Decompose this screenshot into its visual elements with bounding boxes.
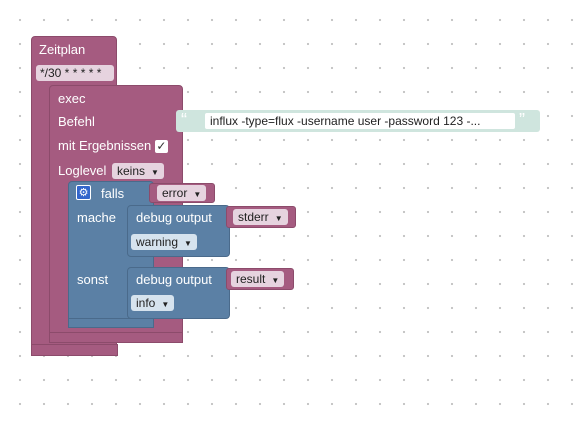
quote-open-icon: “ [181, 110, 187, 130]
command-text-block[interactable]: “ influx -type=flux -username user -pass… [176, 110, 540, 132]
cron-value: */30 * * * * * [40, 66, 102, 80]
dropdown-arrow-icon: ▼ [161, 300, 170, 309]
then-label: mache [77, 210, 117, 225]
debug-then-level: warning [136, 235, 179, 249]
debug-then-label: debug output [136, 210, 212, 225]
exec-block-footer [49, 332, 183, 343]
dropdown-arrow-icon: ▼ [193, 190, 202, 199]
debug-else-value: result [236, 272, 266, 286]
debug-then-value: stderr [238, 210, 269, 224]
results-checkbox[interactable]: ✓ [154, 139, 168, 153]
dropdown-arrow-icon: ▼ [274, 214, 283, 223]
debug-else-level-dropdown[interactable]: info ▼ [131, 295, 175, 311]
results-label-text: mit Ergebnissen [58, 138, 152, 153]
condition-value: error [162, 186, 188, 200]
debug-else-level: info [136, 296, 156, 310]
debug-else-value-dropdown[interactable]: result ▼ [231, 271, 285, 287]
else-label: sonst [77, 272, 109, 287]
schedule-block-footer [31, 344, 118, 356]
condition-dropdown[interactable]: error ▼ [157, 185, 207, 201]
dropdown-arrow-icon: ▼ [151, 168, 159, 177]
command-input[interactable]: influx -type=flux -username user -passwo… [205, 113, 515, 129]
if-label: falls [101, 186, 125, 201]
debug-then-value-dropdown[interactable]: stderr ▼ [233, 209, 288, 225]
dropdown-arrow-icon: ▼ [271, 276, 280, 285]
debug-else-label: debug output [136, 272, 212, 287]
debug-then-level-dropdown[interactable]: warning ▼ [131, 234, 197, 250]
cron-field[interactable]: */30 * * * * * [36, 65, 114, 81]
schedule-title: Zeitplan [39, 42, 86, 57]
command-value: influx -type=flux -username user -passwo… [210, 114, 481, 128]
if-block-footer [68, 318, 154, 328]
loglevel-label: Loglevel [58, 163, 107, 178]
exec-title: exec [58, 91, 86, 106]
loglevel-dropdown[interactable]: keins ▼ [112, 163, 164, 179]
command-label: Befehl [58, 114, 95, 129]
loglevel-value: keins [117, 164, 146, 178]
results-label: mit Ergebnissen ✓ [58, 138, 168, 153]
dropdown-arrow-icon: ▼ [184, 239, 192, 248]
quote-close-icon: ” [519, 110, 525, 130]
gear-icon[interactable]: ⚙ [76, 185, 91, 200]
